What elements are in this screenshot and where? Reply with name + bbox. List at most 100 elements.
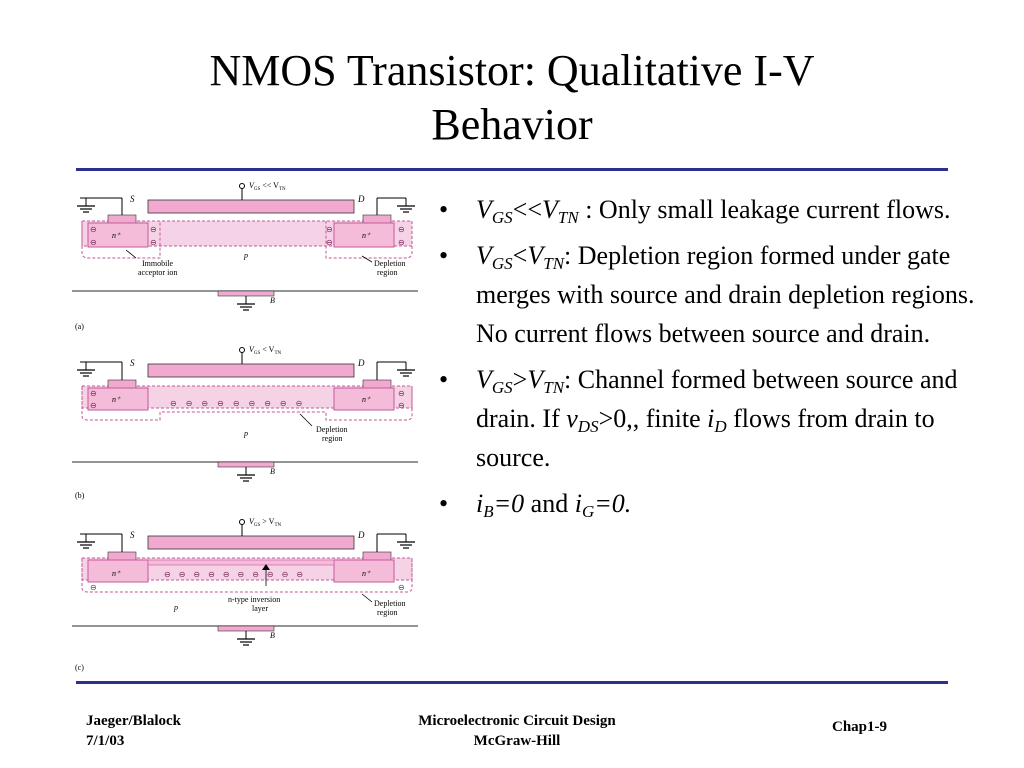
panel-a-source-depletion: [81, 221, 161, 259]
svg-text:⊖: ⊖: [398, 401, 405, 410]
panel-c-body-ground-icon: [236, 630, 256, 646]
svg-text:⊖: ⊖: [90, 238, 97, 247]
panel-c-annotation-right-1: Depletion: [374, 599, 406, 608]
panel-a-drain-contact: [362, 214, 392, 224]
panel-b-source-nplus: [87, 387, 149, 411]
panel-b-source-nplus-label: n⁺: [112, 395, 121, 404]
footer-date: 7/1/03: [86, 733, 125, 749]
panel-a-annotation-left-2: acceptor ion: [138, 268, 177, 277]
panel-a-gate-label: VGS << VTN: [249, 181, 286, 192]
panel-b-source-contact: [107, 379, 137, 389]
panel-a-annotation-left-1: Immobile: [142, 259, 174, 268]
svg-text:⊖: ⊖: [326, 238, 333, 247]
panel-c-source-label: S: [130, 530, 135, 540]
panel-c-annotation-mid-2: layer: [252, 604, 268, 613]
panel-a-body-ground-icon: [236, 295, 256, 311]
footer-chapter: Chap1-9: [832, 719, 888, 735]
bullet-currents-zero: iB=0 and iG=0.: [432, 484, 977, 523]
panel-c-gate: [147, 535, 355, 550]
panel-c-annotation-right-2: region: [377, 608, 397, 617]
panel-b-gate: [147, 363, 355, 378]
panel-c-ground-left-icon: [76, 533, 96, 549]
panel-a-drain-nplus-label: n⁺: [362, 231, 371, 240]
panel-c: VGS > VTN S D n⁺ n⁺ ⊖⊖⊖⊖⊖⊖⊖⊖⊖⊖ ⊖ ⊖ n-typ…: [72, 517, 418, 672]
panel-a-source-contact: [107, 214, 137, 224]
title-line-1: NMOS Transistor: Qualitative I-V: [209, 46, 815, 95]
panel-b-source-label: S: [130, 358, 135, 368]
footer-book: Microelectronic Circuit Design McGraw-Hi…: [374, 711, 660, 751]
panel-a-source-nplus: [87, 222, 149, 248]
svg-text:⊖: ⊖: [398, 225, 405, 234]
bullet-vgs-greater: VGS>VTN: Channel formed between source a…: [432, 360, 977, 477]
svg-text:⊖⊖⊖⊖⊖⊖⊖⊖⊖: ⊖⊖⊖⊖⊖⊖⊖⊖⊖: [170, 399, 311, 408]
panel-b-ground-left-icon: [76, 361, 96, 377]
svg-text:⊖⊖⊖⊖⊖⊖⊖⊖⊖⊖: ⊖⊖⊖⊖⊖⊖⊖⊖⊖⊖: [164, 570, 311, 579]
panel-c-drain-nplus: [333, 559, 395, 583]
panel-a-gate-terminal: [239, 183, 245, 189]
bullet-vgs-much-less: VGS<<VTN : Only small leakage current fl…: [432, 190, 977, 229]
svg-text:⊖: ⊖: [90, 225, 97, 234]
panel-a-drain-depletion: [325, 221, 413, 259]
panel-b-drain-nplus: [333, 387, 395, 411]
panel-b: VGS < VTN S D n⁺ n⁺ ⊖⊖⊖⊖⊖⊖⊖⊖⊖ ⊖ ⊖ ⊖ ⊖ p De…: [72, 345, 418, 500]
footer-authors-line: Jaeger/Blalock: [86, 713, 181, 729]
panel-b-ground-right-icon: [396, 361, 416, 377]
panel-a-substrate-label: p: [243, 251, 248, 260]
svg-text:⊖: ⊖: [398, 389, 405, 398]
panel-b-merged-depletion: [81, 386, 413, 421]
panel-a-ground-left-icon: [76, 197, 96, 213]
panel-c-tag: (c): [75, 663, 84, 672]
panel-a-annotation-right-2: region: [377, 268, 397, 277]
panel-a-source-label: S: [130, 194, 135, 204]
panel-c-inversion-layer: [147, 559, 335, 566]
panel-b-annotation-right-2: region: [322, 434, 342, 443]
panel-c-gate-label: VGS > VTN: [249, 517, 282, 528]
panel-b-drain-label: D: [357, 358, 365, 368]
panel-b-body-label: B: [270, 467, 275, 476]
panel-b-gate-label: VGS < VTN: [249, 345, 282, 356]
bullet-vgs-less: VGS<VTN: Depletion region formed under g…: [432, 236, 977, 353]
slide-title: NMOS Transistor: Qualitative I-V Behavio…: [100, 44, 924, 152]
svg-text:⊖: ⊖: [90, 583, 97, 592]
svg-text:⊖: ⊖: [150, 225, 157, 234]
panel-b-gate-terminal: [239, 347, 245, 353]
panel-c-source-contact: [107, 551, 137, 561]
top-divider: [76, 168, 948, 171]
panel-c-source-nplus: [87, 559, 149, 583]
title-line-2: Behavior: [431, 100, 593, 149]
panel-b-substrate-label: p: [243, 429, 248, 438]
panel-c-drain-contact: [362, 551, 392, 561]
panel-a: VGS << VTN S D n⁺ n⁺ p ⊖⊖ ⊖⊖ ⊖⊖ ⊖⊖ Immob…: [72, 181, 418, 331]
bullet-list: VGS<<VTN : Only small leakage current fl…: [432, 190, 977, 530]
panel-b-annotation-right-1: Depletion: [316, 425, 348, 434]
svg-text:⊖: ⊖: [90, 389, 97, 398]
panel-c-ground-right-icon: [396, 533, 416, 549]
footer-authors: Jaeger/Blalock 7/1/03: [86, 711, 181, 751]
footer-publisher: McGraw-Hill: [473, 733, 561, 749]
panel-a-ground-right-icon: [396, 197, 416, 213]
panel-a-tag: (a): [75, 322, 84, 331]
panel-a-gate: [147, 199, 355, 214]
footer-book-title: Microelectronic Circuit Design: [418, 713, 616, 729]
panel-b-drain-nplus-label: n⁺: [362, 395, 371, 404]
panel-a-body-contact: [217, 290, 275, 297]
panel-a-drain-nplus: [333, 222, 395, 248]
panel-b-body-ground-icon: [236, 466, 256, 482]
panel-c-body-label: B: [270, 631, 275, 640]
panel-a-source-nplus-label: n⁺: [112, 231, 121, 240]
svg-text:⊖: ⊖: [90, 401, 97, 410]
panel-c-gate-terminal: [239, 519, 245, 525]
svg-text:⊖: ⊖: [150, 238, 157, 247]
panel-b-drain-contact: [362, 379, 392, 389]
panel-c-drain-nplus-label: n⁺: [362, 569, 371, 578]
nmos-cross-section-figure: VGS << VTN S D n⁺ n⁺ p ⊖ ⊖ ⊖ ⊖ ⊖ ⊖ ⊖ ⊖ Immob…: [72, 181, 418, 672]
panel-a-body-label: B: [270, 296, 275, 305]
panel-c-source-nplus-label: n⁺: [112, 569, 121, 578]
panel-c-drain-label: D: [357, 530, 365, 540]
panel-a-drain-label: D: [357, 194, 365, 204]
panel-a-annotation-right-1: Depletion: [374, 259, 406, 268]
panel-c-depletion: [81, 558, 413, 593]
panel-b-tag: (b): [75, 491, 85, 500]
panel-c-annotation-mid-1: n-type inversion: [228, 595, 280, 604]
svg-text:⊖: ⊖: [326, 225, 333, 234]
